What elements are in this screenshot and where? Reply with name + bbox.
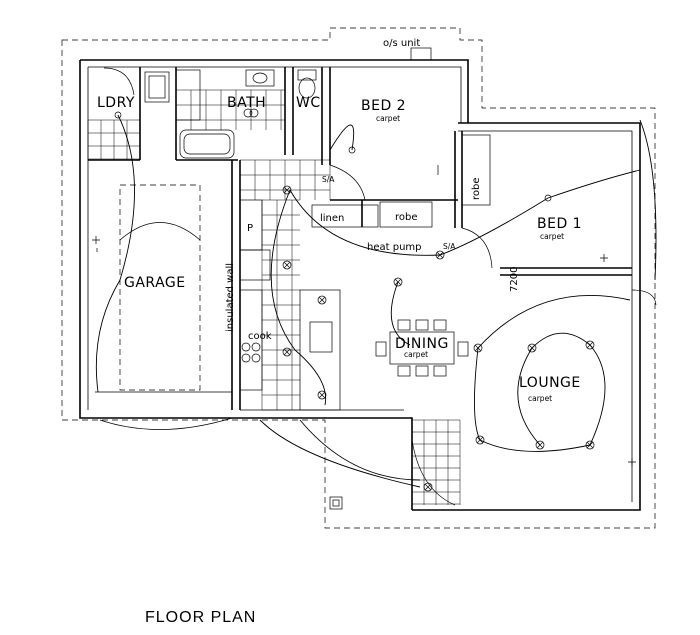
finish-label-dining: carpet [404,350,428,359]
room-label-bath: BATH [227,95,266,111]
plan-title: FLOOR PLAN [145,609,256,626]
room-label-garage: GARAGE [124,275,186,291]
internal-walls [88,67,632,411]
light-point-icon [535,440,545,450]
room-label-dining: DINING [395,336,449,352]
eave-outline [61,27,656,529]
light-point-icon [527,343,537,353]
light-points [114,111,595,492]
bed1-robe-label: robe [471,177,482,200]
room-label-laundry: LDRY [97,95,135,111]
light-point-icon [282,347,292,357]
light-point-icon [282,185,292,195]
light-point-icon [423,482,433,492]
finish-label-lounge: carpet [528,394,552,403]
finish-label-bed2: carpet [376,114,400,123]
electrical-wiring [95,114,657,488]
light-point-icon [282,260,292,270]
room-label-lounge: LOUNGE [519,375,581,391]
hall-robe-label: robe [395,212,418,223]
cooktop [241,321,333,363]
room-label-wc: WC [296,95,321,111]
tile-grid [87,89,461,505]
light-point-icon [585,340,595,350]
insulated-wall-label: insulated wall [225,263,236,332]
dining-table [375,319,469,377]
ceiling-light-icon [544,194,552,202]
external-walls [79,59,641,511]
outdoor-unit-label: o/s unit [383,38,420,49]
finish-label-bed1: carpet [540,232,564,241]
supply-air-label-hall: S/A [322,175,335,184]
room-label-bed2: BED 2 [361,98,406,114]
kitchen-cook-label: cook [248,331,272,342]
linen-cupboard-label: linen [320,213,344,224]
ceiling-light-icon [348,146,356,154]
pantry-label: P [247,223,253,234]
light-point-icon [585,440,595,450]
dimension-label: 7200 [509,267,520,292]
heat-pump-label: heat pump [367,242,422,253]
supply-air-label-heat: S/A [443,242,456,251]
garage-elements [96,184,233,430]
light-point-icon [393,277,403,287]
room-label-bed1: BED 1 [537,216,582,232]
door-swings [103,67,657,506]
light-point-icon [317,390,327,400]
light-point-icon [473,343,483,353]
ceiling-light-icon [114,111,122,119]
power-outlets [92,47,636,510]
light-point-icon [435,250,445,260]
light-point-icon [317,295,327,305]
light-point-icon [475,435,485,445]
